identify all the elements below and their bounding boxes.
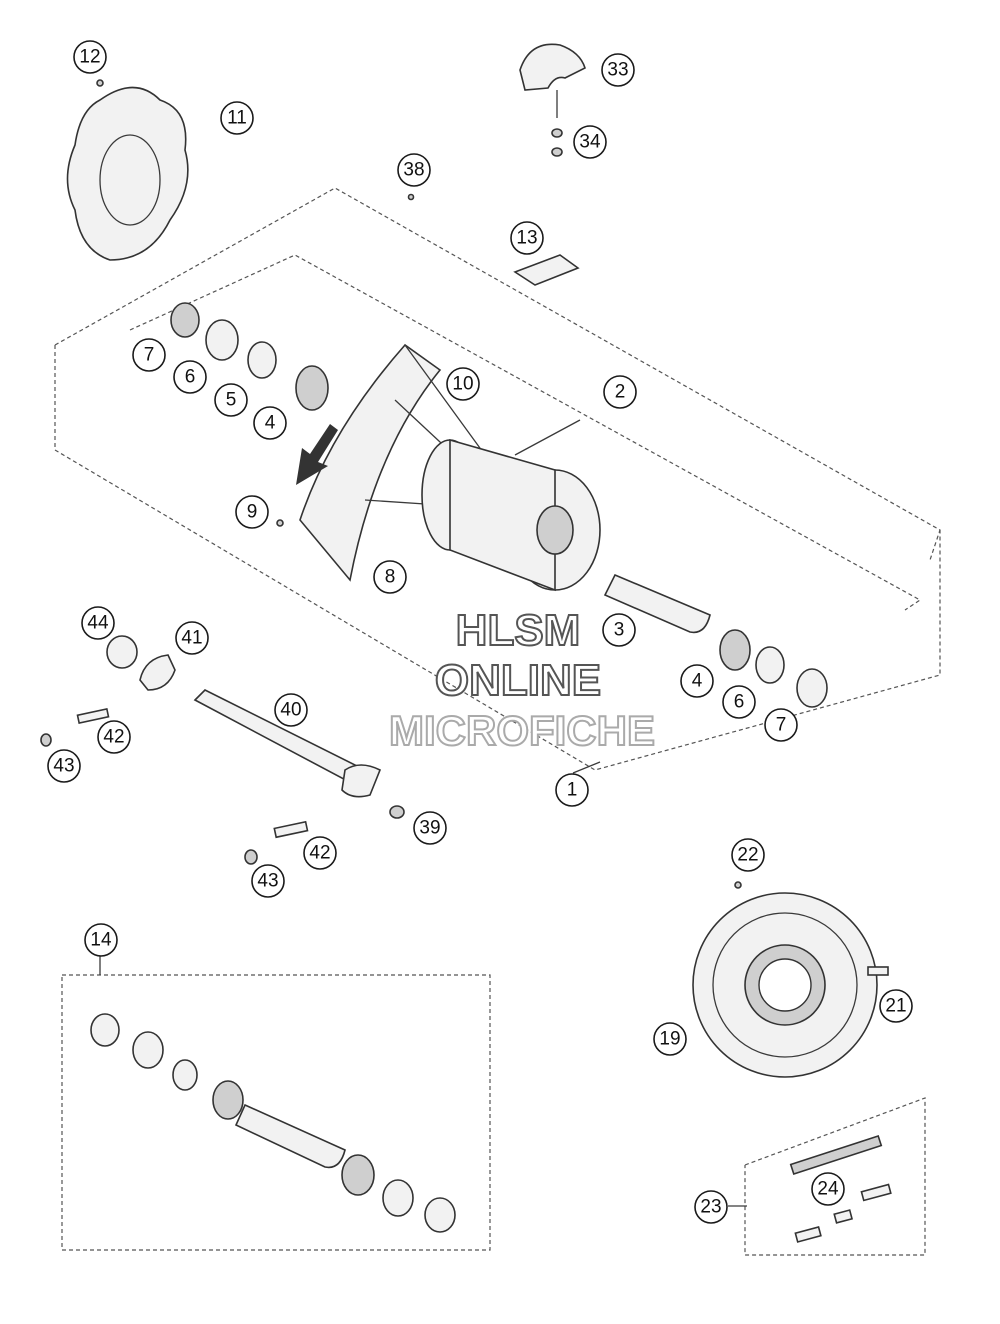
callout: 4 xyxy=(680,664,714,698)
svg-text:9: 9 xyxy=(247,502,258,523)
svg-text:24: 24 xyxy=(817,1179,839,1200)
axle-group xyxy=(40,635,405,865)
callout: 38 xyxy=(397,153,431,187)
watermark-line-1: HLSM xyxy=(456,606,581,655)
svg-text:8: 8 xyxy=(385,567,396,588)
callout: 6 xyxy=(722,685,756,719)
svg-text:2: 2 xyxy=(615,382,626,403)
callout: 7 xyxy=(132,338,166,372)
callout: 7 xyxy=(764,708,798,742)
callout: 34 xyxy=(573,125,607,159)
svg-text:33: 33 xyxy=(607,60,628,81)
chain-outline xyxy=(744,1097,926,1256)
chain-guard xyxy=(519,43,586,157)
callout: 8 xyxy=(373,560,407,594)
drive-chain xyxy=(789,1135,892,1243)
svg-text:19: 19 xyxy=(659,1029,680,1050)
direction-arrow xyxy=(296,424,338,485)
watermark-line-3: MICROFICHE xyxy=(389,707,655,754)
callout: 11 xyxy=(220,101,254,135)
callout: 19 xyxy=(653,1022,687,1056)
svg-text:14: 14 xyxy=(90,930,112,951)
svg-text:41: 41 xyxy=(181,628,202,649)
rim-parts xyxy=(407,193,580,286)
callout: 5 xyxy=(214,383,248,417)
svg-text:34: 34 xyxy=(579,132,601,153)
callout: 14 xyxy=(84,923,118,957)
callout: 21 xyxy=(879,989,913,1023)
svg-text:12: 12 xyxy=(79,47,100,68)
callout: 3 xyxy=(602,613,636,647)
callout: 40 xyxy=(274,693,308,727)
callout: 41 xyxy=(175,621,209,655)
svg-text:43: 43 xyxy=(257,871,278,892)
callout: 44 xyxy=(81,606,115,640)
callout: 33 xyxy=(601,53,635,87)
svg-text:39: 39 xyxy=(419,818,440,839)
callout: 42 xyxy=(97,720,131,754)
brake-disc xyxy=(66,79,189,261)
svg-text:4: 4 xyxy=(265,413,276,434)
callout: 22 xyxy=(731,838,765,872)
callout: 13 xyxy=(510,221,544,255)
right-spacer-stack xyxy=(603,573,828,708)
callout: 42 xyxy=(303,836,337,870)
svg-text:3: 3 xyxy=(614,620,625,641)
rear-sprocket xyxy=(692,881,889,1078)
callout: 6 xyxy=(173,360,207,394)
svg-text:7: 7 xyxy=(144,345,155,366)
svg-text:1: 1 xyxy=(567,780,578,801)
svg-text:4: 4 xyxy=(692,671,703,692)
callout: 2 xyxy=(603,375,637,409)
svg-text:23: 23 xyxy=(700,1197,721,1218)
svg-text:5: 5 xyxy=(226,390,237,411)
callouts: 12 11 33 34 38 13 7 6 5 4 10 2 9 8 44 41… xyxy=(47,40,913,1224)
svg-text:6: 6 xyxy=(734,692,745,713)
svg-text:44: 44 xyxy=(87,613,109,634)
svg-text:21: 21 xyxy=(885,996,906,1017)
svg-text:38: 38 xyxy=(403,160,424,181)
callout: 43 xyxy=(251,864,285,898)
svg-text:7: 7 xyxy=(776,715,787,736)
callout: 39 xyxy=(413,811,447,845)
wheel-assembly-outline xyxy=(54,187,941,771)
svg-text:42: 42 xyxy=(309,843,330,864)
svg-text:13: 13 xyxy=(516,228,537,249)
callout: 9 xyxy=(235,495,269,529)
svg-text:11: 11 xyxy=(227,108,247,129)
watermark: HLSM ONLINE MICROFICHE xyxy=(388,605,656,755)
svg-text:10: 10 xyxy=(452,374,473,395)
callout: 12 xyxy=(73,40,107,74)
callout: 4 xyxy=(253,406,287,440)
leader-lines xyxy=(99,761,747,1207)
spacer-kit-parts xyxy=(90,1013,456,1233)
svg-text:6: 6 xyxy=(185,367,196,388)
callout: 23 xyxy=(694,1190,728,1224)
svg-text:40: 40 xyxy=(280,700,301,721)
watermark-line-2: ONLINE xyxy=(435,656,601,705)
svg-text:43: 43 xyxy=(53,756,74,777)
callout: 43 xyxy=(47,749,81,783)
spacer-kit-outline xyxy=(61,974,491,1251)
wheel-hub xyxy=(421,419,601,592)
callout: 1 xyxy=(555,773,589,807)
left-bearing-stack xyxy=(170,302,329,411)
svg-text:42: 42 xyxy=(103,727,124,748)
callout: 10 xyxy=(446,367,480,401)
callout: 24 xyxy=(811,1172,845,1206)
svg-text:22: 22 xyxy=(737,845,758,866)
